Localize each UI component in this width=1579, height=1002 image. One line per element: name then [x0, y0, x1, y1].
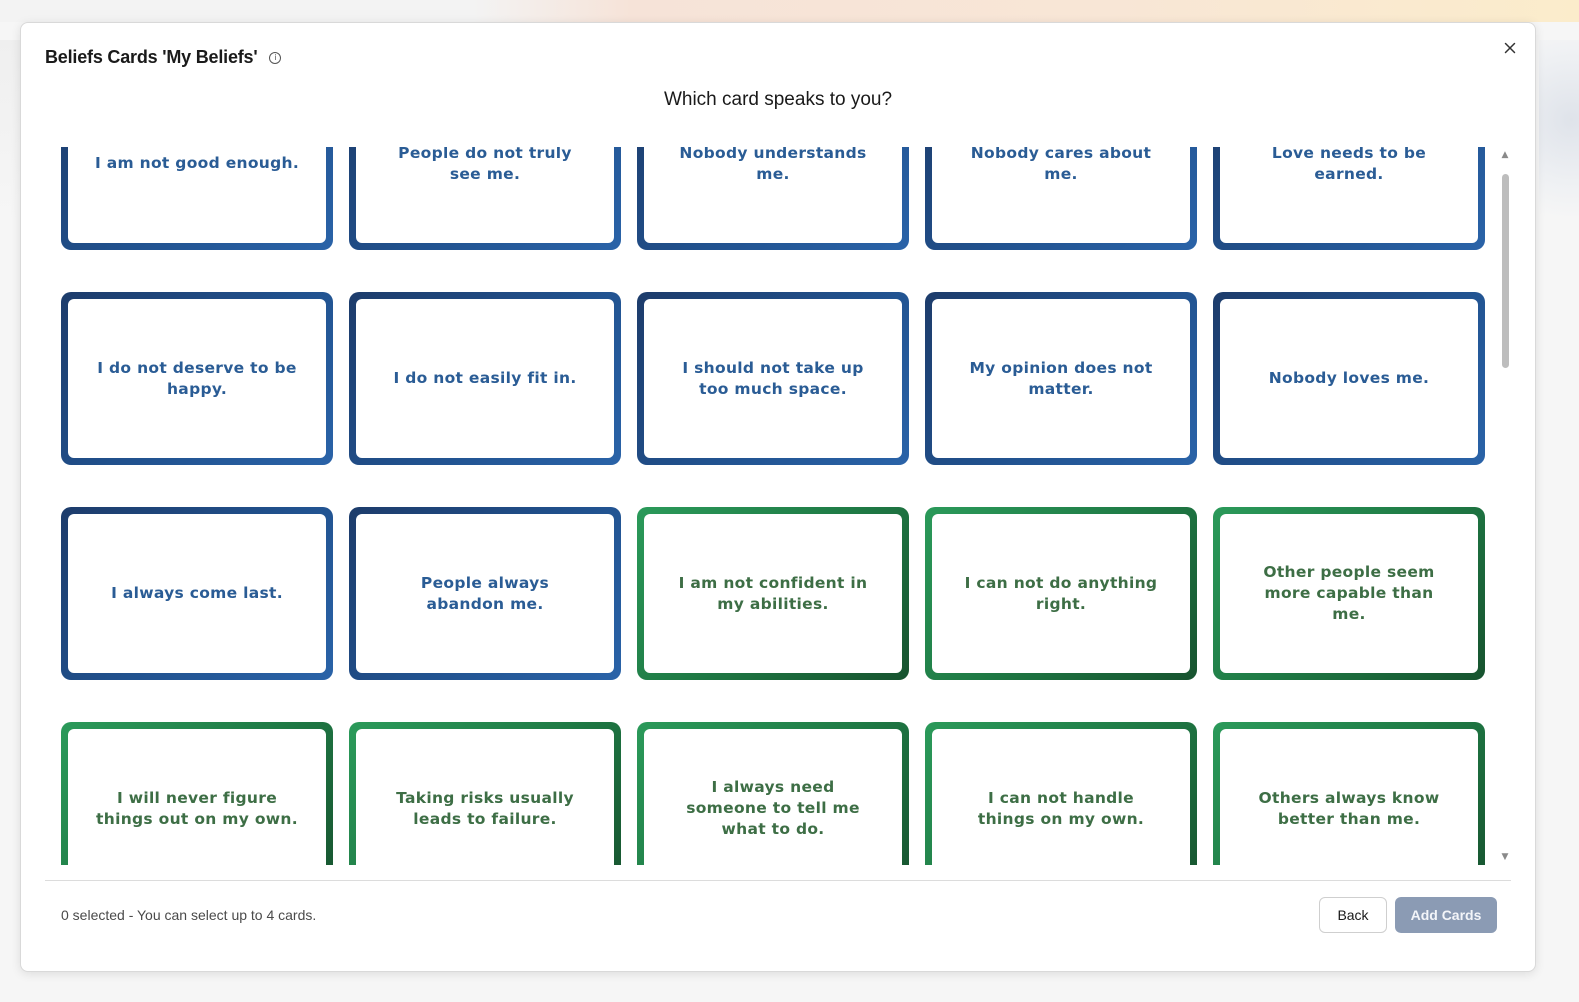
- dialog-title: Beliefs Cards 'My Beliefs': [45, 47, 258, 67]
- belief-card[interactable]: I will never figure things out on my own…: [61, 722, 333, 865]
- scroll-up-arrow-icon[interactable]: ▲: [1501, 150, 1509, 160]
- selection-status: 0 selected - You can select up to 4 card…: [61, 907, 317, 923]
- beliefs-cards-dialog: Beliefs Cards 'My Beliefs' i Which card …: [20, 22, 1536, 972]
- belief-card[interactable]: Nobody cares about me.: [925, 147, 1197, 250]
- belief-card[interactable]: I can not do anything right.: [925, 507, 1197, 680]
- belief-card[interactable]: Love needs to be earned.: [1213, 147, 1485, 250]
- belief-card-text: Other people seem more capable than me.: [1220, 514, 1478, 673]
- belief-card[interactable]: I always come last.: [61, 507, 333, 680]
- dialog-header: Beliefs Cards 'My Beliefs' i: [45, 47, 282, 68]
- belief-card-text: Nobody cares about me.: [932, 147, 1190, 243]
- info-icon[interactable]: i: [269, 51, 282, 64]
- background-app-left: [0, 40, 22, 220]
- belief-card-text: I always come last.: [68, 514, 326, 673]
- belief-card[interactable]: I am not confident in my abilities.: [637, 507, 909, 680]
- cards-grid: I am not good enough. People do not truly…: [61, 147, 1485, 865]
- belief-card[interactable]: Other people seem more capable than me.: [1213, 507, 1485, 680]
- belief-card-text: Nobody loves me.: [1220, 299, 1478, 458]
- belief-card-text: Others always know better than me.: [1220, 729, 1478, 865]
- cards-scroll-area[interactable]: I am not good enough. People do not truly…: [21, 147, 1537, 865]
- belief-card-text: I am not confident in my abilities.: [644, 514, 902, 673]
- background-app-header: [0, 0, 1579, 22]
- belief-card[interactable]: Nobody loves me.: [1213, 292, 1485, 465]
- belief-card-text: I can not do anything right.: [932, 514, 1190, 673]
- belief-card[interactable]: Others always know better than me.: [1213, 722, 1485, 865]
- belief-card-text: People always abandon me.: [356, 514, 614, 673]
- belief-card-text: Nobody understands me.: [644, 147, 902, 243]
- belief-card-text: I do not easily fit in.: [356, 299, 614, 458]
- belief-card-text: Taking risks usually leads to failure.: [356, 729, 614, 865]
- belief-card[interactable]: I can not handle things on my own.: [925, 722, 1197, 865]
- close-icon: [1504, 42, 1516, 54]
- belief-card-text: I am not good enough.: [68, 147, 326, 243]
- belief-card[interactable]: People do not truly see me.: [349, 147, 621, 250]
- add-cards-button[interactable]: Add Cards: [1395, 897, 1497, 933]
- belief-card[interactable]: I should not take up too much space.: [637, 292, 909, 465]
- belief-card[interactable]: I am not good enough.: [61, 147, 333, 250]
- belief-card[interactable]: I always need someone to tell me what to…: [637, 722, 909, 865]
- belief-card-text: I should not take up too much space.: [644, 299, 902, 458]
- scroll-down-arrow-icon[interactable]: ▼: [1501, 852, 1509, 862]
- belief-card[interactable]: People always abandon me.: [349, 507, 621, 680]
- belief-card-text: I do not deserve to be happy.: [68, 299, 326, 458]
- footer-divider: [45, 880, 1511, 881]
- belief-card-text: I will never figure things out on my own…: [68, 729, 326, 865]
- belief-card-text: I always need someone to tell me what to…: [644, 729, 902, 865]
- close-button[interactable]: [1499, 37, 1521, 59]
- belief-card[interactable]: My opinion does not matter.: [925, 292, 1197, 465]
- back-button[interactable]: Back: [1319, 897, 1387, 933]
- belief-card-text: My opinion does not matter.: [932, 299, 1190, 458]
- belief-card-text: People do not truly see me.: [356, 147, 614, 243]
- dialog-prompt: Which card speaks to you?: [663, 89, 893, 110]
- belief-card[interactable]: Nobody understands me.: [637, 147, 909, 250]
- background-app-right: [1539, 40, 1579, 240]
- belief-card-text: Love needs to be earned.: [1220, 147, 1478, 243]
- belief-card[interactable]: Taking risks usually leads to failure.: [349, 722, 621, 865]
- belief-card-text: I can not handle things on my own.: [932, 729, 1190, 865]
- scrollbar[interactable]: ▲ ▼: [1499, 149, 1511, 863]
- belief-card[interactable]: I do not easily fit in.: [349, 292, 621, 465]
- scrollbar-thumb[interactable]: [1502, 174, 1509, 368]
- belief-card[interactable]: I do not deserve to be happy.: [61, 292, 333, 465]
